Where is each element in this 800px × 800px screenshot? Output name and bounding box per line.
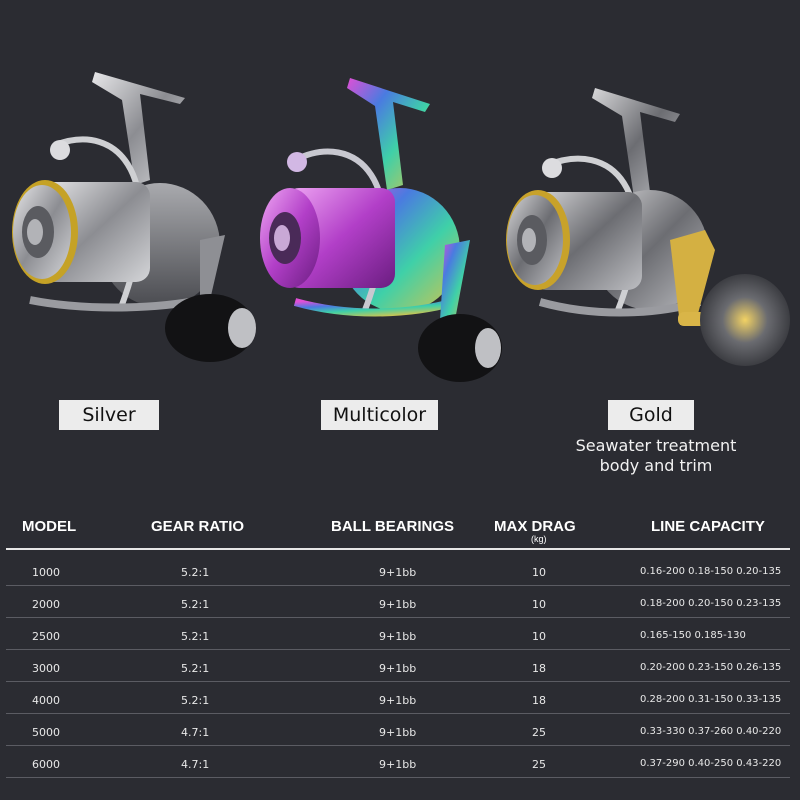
table-row: 5000 4.7:1 9+1bb 25 0.33-330 0.37-260 0.40-2… — [6, 714, 790, 746]
cell-gear-ratio: 5.2:1 — [181, 662, 210, 675]
cell-gear-ratio: 4.7:1 — [181, 726, 210, 739]
silver-reel-image — [12, 72, 256, 362]
variant-label-multicolor: Multicolor — [321, 400, 438, 430]
spec-table-body: 1000 5.2:1 9+1bb 10 0.16-200 0.18-150 0.20-1… — [6, 554, 790, 778]
table-row: 4000 5.2:1 9+1bb 18 0.28-200 0.31-150 0.33-1… — [6, 682, 790, 714]
cell-model: 2000 — [32, 598, 60, 611]
cell-ball-bearings: 9+1bb — [379, 758, 417, 771]
cell-ball-bearings: 9+1bb — [379, 726, 417, 739]
cell-line-capacity: 0.33-330 0.37-260 0.40-220 — [640, 726, 782, 737]
variant-label-silver: Silver — [59, 400, 159, 430]
cell-line-capacity: 0.37-290 0.40-250 0.43-220 — [640, 758, 782, 769]
cell-line-capacity: 0.28-200 0.31-150 0.33-135 — [640, 694, 782, 705]
multicolor-reel-image — [260, 78, 502, 382]
cell-gear-ratio: 5.2:1 — [181, 630, 210, 643]
cell-gear-ratio: 5.2:1 — [181, 598, 210, 611]
table-row: 6000 4.7:1 9+1bb 25 0.37-290 0.40-250 0.43-2… — [6, 746, 790, 778]
cell-line-capacity: 0.165-150 0.185-130 — [640, 630, 746, 641]
cell-gear-ratio: 4.7:1 — [181, 758, 210, 771]
header-ball-bearings: BALL BEARINGS — [331, 518, 455, 535]
cell-line-capacity: 0.16-200 0.18-150 0.20-135 — [640, 566, 782, 577]
cell-model: 2500 — [32, 630, 60, 643]
cell-gear-ratio: 5.2:1 — [181, 566, 210, 579]
cell-line-capacity: 0.18-200 0.20-150 0.23-135 — [640, 598, 782, 609]
table-row: 3000 5.2:1 9+1bb 18 0.20-200 0.23-150 0.26-1… — [6, 650, 790, 682]
header-divider — [6, 548, 790, 550]
cell-model: 4000 — [32, 694, 60, 707]
cell-line-capacity: 0.20-200 0.23-150 0.26-135 — [640, 662, 782, 673]
header-gear-ratio: GEAR RATIO — [151, 518, 245, 535]
cell-max-drag: 10 — [532, 598, 546, 611]
cell-gear-ratio: 5.2:1 — [181, 694, 210, 707]
cell-model: 3000 — [32, 662, 60, 675]
header-max-drag-unit: (kg) — [531, 534, 547, 544]
cell-max-drag: 10 — [532, 630, 546, 643]
cell-model: 1000 — [32, 566, 60, 579]
variant-label-gold: Gold — [608, 400, 694, 430]
table-row: 1000 5.2:1 9+1bb 10 0.16-200 0.18-150 0.20-1… — [6, 554, 790, 586]
header-max-drag: MAX DRAG — [494, 518, 576, 535]
spec-table-header: MODEL GEAR RATIO BALL BEARINGS MAX DRAG … — [0, 514, 800, 554]
cell-max-drag: 25 — [532, 758, 546, 771]
cell-max-drag: 18 — [532, 694, 546, 707]
cell-ball-bearings: 9+1bb — [379, 630, 417, 643]
table-row: 2500 5.2:1 9+1bb 10 0.165-150 0.185-130 — [6, 618, 790, 650]
cell-max-drag: 25 — [532, 726, 546, 739]
gold-variant-note: Seawater treatment body and trim — [556, 436, 756, 476]
cell-ball-bearings: 9+1bb — [379, 662, 417, 675]
cell-ball-bearings: 9+1bb — [379, 598, 417, 611]
cell-model: 5000 — [32, 726, 60, 739]
table-row: 2000 5.2:1 9+1bb 10 0.18-200 0.20-150 0.23-1… — [6, 586, 790, 618]
cell-max-drag: 10 — [532, 566, 546, 579]
cell-model: 6000 — [32, 758, 60, 771]
cell-ball-bearings: 9+1bb — [379, 694, 417, 707]
cell-ball-bearings: 9+1bb — [379, 566, 417, 579]
gold-note-line-2: body and trim — [599, 456, 713, 475]
header-line-capacity: LINE CAPACITY — [651, 518, 765, 535]
gold-reel-image — [506, 88, 790, 366]
cell-max-drag: 18 — [532, 662, 546, 675]
header-model: MODEL — [22, 518, 77, 535]
gold-note-line-1: Seawater treatment — [575, 436, 737, 455]
